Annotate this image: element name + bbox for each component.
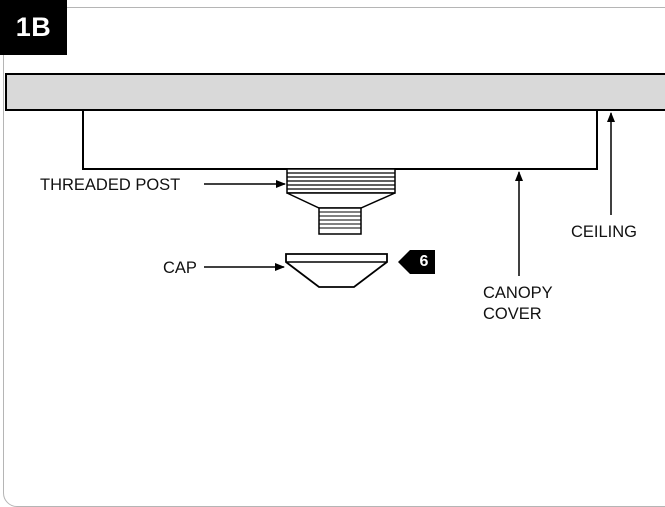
part-number-text: 6 (419, 253, 429, 270)
canopy-cover-label: CANOPY COVER (483, 283, 553, 325)
threaded-post (286, 168, 396, 235)
ceiling-mount-diagram (5, 73, 665, 288)
canopy-cover-label-line1: CANOPY (483, 284, 553, 302)
canopy-cover-label-line2: COVER (483, 305, 542, 323)
canopy-cover (82, 109, 598, 170)
ceiling-slab (5, 73, 665, 111)
part-number-tag (398, 250, 435, 274)
threaded-post-label: THREADED POST (40, 176, 181, 194)
cap-label: CAP (163, 259, 197, 277)
step-badge: 1B (0, 0, 67, 55)
cap-part (285, 253, 388, 288)
ceiling-label: CEILING (571, 223, 638, 241)
